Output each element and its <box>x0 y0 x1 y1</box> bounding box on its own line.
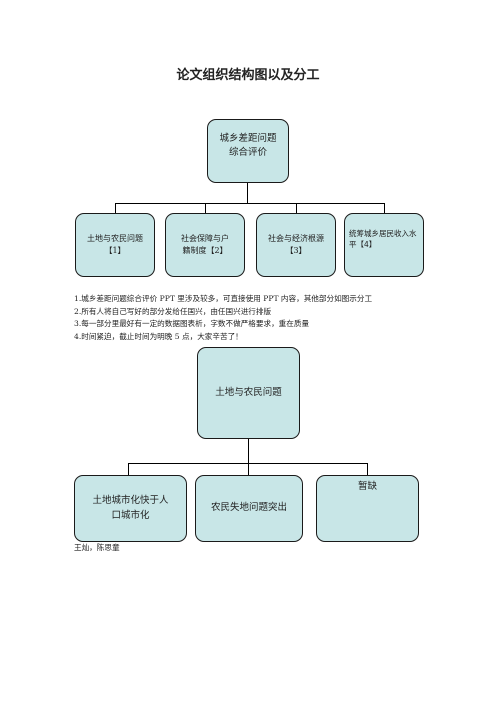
chart1-child-node-3: 社会与经济根源【3】 <box>256 213 336 277</box>
chart1-root-node: 城乡差距问题 综合评价 <box>207 119 289 183</box>
authors-line: 王灿，陈思童 <box>74 543 120 552</box>
chart1-connector-drop-3 <box>296 203 297 213</box>
chart1-connector-horizontal <box>115 203 385 204</box>
chart2-connector-drop-1 <box>128 463 129 475</box>
chart1-connector-drop-4 <box>384 203 385 213</box>
chart1-child-node-4: 统筹城乡居民收入水平【4】 <box>344 213 424 277</box>
chart2-child-node-1: 土地城市化快于人口城市化 <box>74 475 187 542</box>
chart1-connector-drop-1 <box>115 203 116 213</box>
chart1-child-node-2: 社会保障与户籍制度【2】 <box>165 213 245 277</box>
chart1-connector-drop-2 <box>205 203 206 213</box>
chart2-connector-vertical <box>248 439 249 463</box>
chart1-connector-vertical <box>247 183 248 203</box>
note-item: 1.城乡差距问题综合评价 PPT 里涉及较多，可直接使用 PPT 内容，其他部分… <box>74 294 373 303</box>
note-item: 4.时间紧迫，截止时间为明晚 5 点，大家辛苦了！ <box>74 331 243 341</box>
note-item: 2.所有人将自己写好的部分发给任国兴，由任国兴进行排版 <box>74 306 272 316</box>
chart2-connector-drop-2 <box>248 463 249 475</box>
chart1-child-node-1: 土地与农民问题【1】 <box>75 213 155 277</box>
chart2-child-node-3: 暂缺 <box>316 475 419 542</box>
notes-list: 1.城乡差距问题综合评价 PPT 里涉及较多，可直接使用 PPT 内容，其他部分… <box>74 293 372 343</box>
page-title: 论文组织结构图以及分工 <box>176 68 320 83</box>
chart2-connector-drop-3 <box>367 463 368 475</box>
chart2-child-node-2: 农民失地问题突出 <box>195 475 303 542</box>
note-item: 3.每一部分里最好有一定的数据图表析，字数不做严格要求，重在质量 <box>74 319 310 328</box>
chart2-connector-horizontal <box>128 463 367 464</box>
chart2-root-node: 土地与农民问题 <box>197 347 300 439</box>
